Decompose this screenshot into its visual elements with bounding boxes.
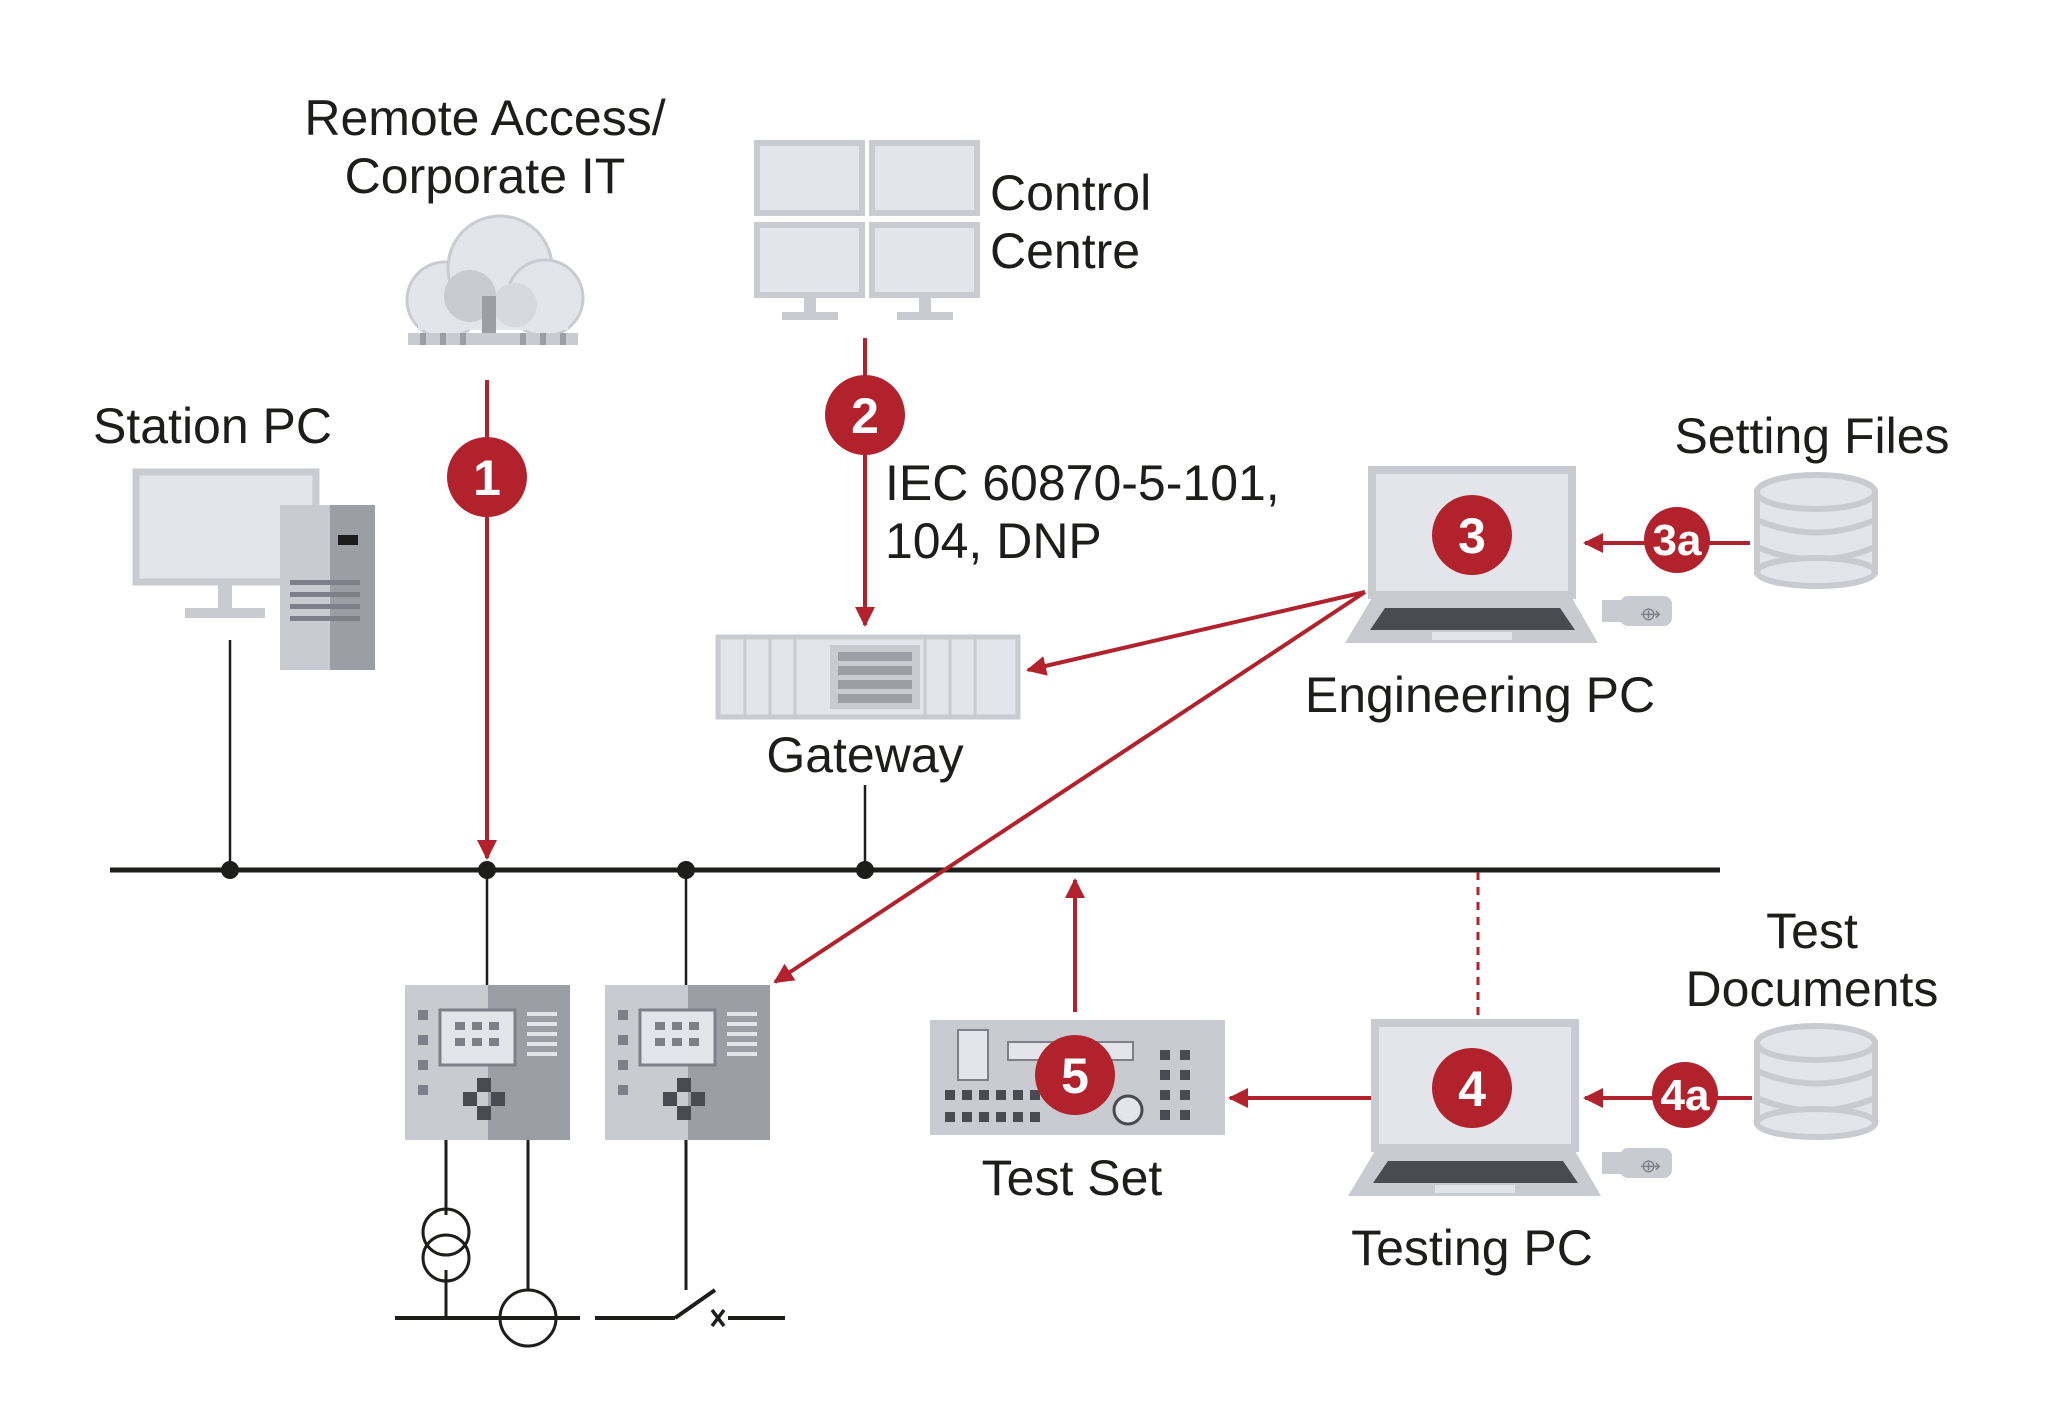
marker-3a: 3a <box>1644 507 1710 573</box>
laptop-icon <box>1348 1019 1601 1196</box>
database-icon <box>1754 472 1878 589</box>
protocol-label-line1: IEC 60870-5-101, <box>885 455 1280 511</box>
marker-3a-label: 3a <box>1653 516 1702 565</box>
usb-stick-icon: ⟴ <box>1602 596 1672 626</box>
svg-text:⟴: ⟴ <box>1640 604 1661 624</box>
marker-3: 3 <box>1432 495 1512 575</box>
voltage-transformer-icon <box>498 1288 558 1348</box>
marker-1-label: 1 <box>473 450 501 506</box>
setting-files-label: Setting Files <box>1674 408 1949 464</box>
control-centre-label-line2: Centre <box>990 223 1140 279</box>
svg-text:⟴: ⟴ <box>1640 1156 1661 1176</box>
marker-3-label: 3 <box>1458 508 1486 564</box>
marker-4a-label: 4a <box>1661 1071 1710 1120</box>
protocol-label-line2: 104, DNP <box>885 513 1102 569</box>
marker-2-label: 2 <box>851 388 879 444</box>
protection-relay-icon <box>605 985 770 1140</box>
test-set-label: Test Set <box>982 1150 1163 1206</box>
arrow-eng-to-gateway <box>1026 590 1366 676</box>
marker-4a: 4a <box>1652 1062 1718 1128</box>
marker-5: 5 <box>1035 1035 1115 1115</box>
engineering-pc-label: Engineering PC <box>1305 667 1655 723</box>
arrow-eng-to-ied <box>773 590 1367 984</box>
marker-4-label: 4 <box>1458 1061 1486 1117</box>
database-icon <box>1754 1023 1878 1140</box>
breaker-switch-icon <box>710 1308 726 1328</box>
marker-2: 2 <box>825 375 905 455</box>
desktop-pc-icon <box>132 468 375 670</box>
bus-junction-dots <box>221 861 874 879</box>
marker-4: 4 <box>1432 1048 1512 1128</box>
primary-equipment <box>395 1140 785 1320</box>
monitor-wall-icon <box>754 140 980 320</box>
remote-access-label-line2: Corporate IT <box>345 148 626 204</box>
rack-gateway-icon <box>715 634 1021 720</box>
protection-relay-icon <box>405 985 570 1140</box>
station-pc-label: Station PC <box>93 398 332 454</box>
bus-connections <box>228 640 867 985</box>
test-documents-label-line2: Documents <box>1686 961 1939 1017</box>
testing-pc-label: Testing PC <box>1351 1220 1593 1276</box>
control-centre-label-line1: Control <box>990 165 1151 221</box>
usb-stick-icon: ⟴ <box>1602 1148 1672 1178</box>
remote-access-label-line1: Remote Access/ <box>304 90 665 146</box>
current-transformer-icon <box>421 1207 471 1283</box>
cloud-network-icon <box>405 214 585 345</box>
marker-5-label: 5 <box>1061 1048 1089 1104</box>
gateway-label: Gateway <box>766 727 963 783</box>
marker-1: 1 <box>447 437 527 517</box>
test-documents-label-line1: Test <box>1766 903 1858 959</box>
